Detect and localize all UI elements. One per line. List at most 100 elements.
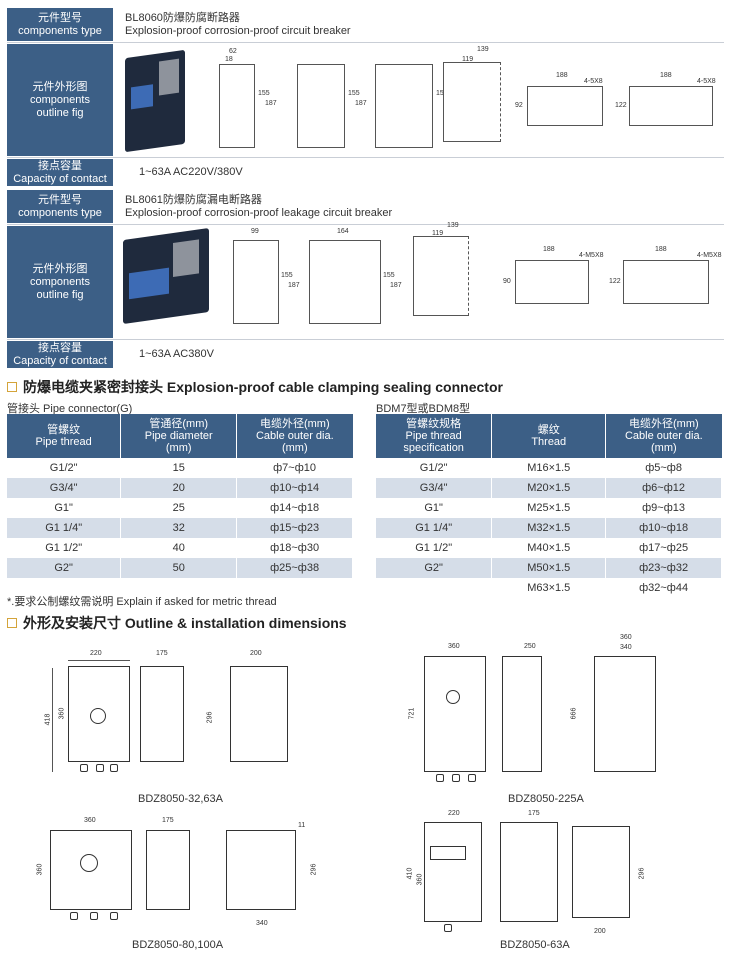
enclosure-side bbox=[500, 822, 558, 922]
dim-label: 340 bbox=[256, 920, 268, 927]
model-caption: BDZ8050-225A bbox=[508, 793, 584, 805]
outline-label-en1: components bbox=[30, 275, 90, 288]
dim-label: 99 bbox=[251, 228, 259, 235]
product-bl8060: 元件型号 components type BL8060防爆防腐断路器 Explo… bbox=[7, 8, 724, 186]
dim-label: 410 bbox=[406, 867, 414, 880]
enclosure-back bbox=[226, 830, 296, 910]
cable-gland-icon bbox=[452, 774, 460, 782]
divider bbox=[7, 224, 724, 225]
dim-label: 155 bbox=[258, 90, 270, 97]
dim-label: 666 bbox=[570, 707, 578, 720]
model-caption: BDZ8050-32,63A bbox=[138, 793, 223, 805]
dim-label: 175 bbox=[162, 817, 174, 824]
dim-label: 188 bbox=[660, 72, 672, 79]
cable-gland-icon bbox=[90, 912, 98, 920]
cable-gland-icon bbox=[96, 764, 104, 772]
type-label: 元件型号 components type bbox=[7, 8, 113, 41]
enclosure-front bbox=[424, 656, 486, 772]
dim-label: 4-M5X8 bbox=[579, 252, 604, 259]
connector-title-text: 防爆电缆夹紧密封接头 Explosion-proof cable clampin… bbox=[23, 379, 503, 395]
enclosure-side bbox=[140, 666, 184, 762]
dim-label: 360 bbox=[58, 707, 66, 720]
outline-label-en1: components bbox=[30, 93, 90, 106]
dim-label: 164 bbox=[337, 228, 349, 235]
enclosure-back bbox=[230, 666, 288, 762]
divider bbox=[7, 157, 724, 158]
outline-label: 元件外形图 components outline fig bbox=[7, 226, 113, 338]
enclosure-side bbox=[502, 656, 542, 772]
capacity-label: 接点容量 Capacity of contact bbox=[7, 341, 113, 368]
front-view-1p bbox=[219, 64, 255, 148]
outline-label-en2: outline fig bbox=[36, 106, 84, 119]
col-header-cable-dia: 电缆外径(mm)Cable outer dia.(mm) bbox=[236, 414, 353, 458]
dim-label: 418 bbox=[44, 713, 52, 726]
dim-label: 360 bbox=[416, 873, 424, 886]
capacity-label: 接点容量 Capacity of contact bbox=[7, 159, 113, 186]
outline-label-cn: 元件外形图 bbox=[32, 262, 88, 275]
model-caption: BDZ8050-63A bbox=[500, 939, 570, 951]
dim-label: 155 bbox=[281, 272, 293, 279]
rotary-switch-icon bbox=[90, 708, 106, 724]
dim-label: 155 bbox=[383, 272, 395, 279]
dim-label: 4-M5X8 bbox=[697, 252, 722, 259]
outline-row: 元件外形图 components outline fig 62 18 155 1… bbox=[7, 44, 724, 156]
dim-label: 119 bbox=[432, 230, 444, 237]
outline-section-title: 外形及安装尺寸 Outline & installation dimension… bbox=[7, 613, 347, 633]
product-name-cn: BL8060防爆防腐断路器 bbox=[125, 11, 240, 24]
dim-label: 200 bbox=[594, 928, 606, 935]
enclosure-front bbox=[424, 822, 482, 922]
model-caption: BDZ8050-80,100A bbox=[132, 939, 224, 951]
type-value: BL8061防爆防腐漏电断路器 Explosion-proof corrosio… bbox=[119, 190, 724, 223]
terminal-view-1 bbox=[515, 260, 589, 304]
connector-section-title: 防爆电缆夹紧密封接头 Explosion-proof cable clampin… bbox=[7, 377, 503, 397]
dim-label: 200 bbox=[250, 650, 262, 657]
dim-label: 155 bbox=[348, 90, 360, 97]
rotary-switch-icon bbox=[446, 690, 460, 704]
dim-label: 187 bbox=[265, 100, 277, 107]
dim-label: 122 bbox=[609, 278, 621, 285]
dim-label: 340 bbox=[620, 644, 632, 651]
dim-label: 92 bbox=[515, 102, 523, 109]
dim-label: 360 bbox=[620, 634, 632, 641]
rotary-switch-icon bbox=[80, 854, 98, 872]
capacity-label-cn: 接点容量 bbox=[38, 159, 82, 172]
cable-gland-icon bbox=[468, 774, 476, 782]
dim-label: 188 bbox=[556, 72, 568, 79]
dim-label: 721 bbox=[408, 707, 416, 720]
metric-thread-note: *.要求公制螺纹需说明 Explain if asked for metric … bbox=[7, 596, 277, 608]
dim-label: 4-5X8 bbox=[584, 78, 603, 85]
product-bl8061: 元件型号 components type BL8061防爆防腐漏电断路器 Exp… bbox=[7, 190, 724, 368]
dim-label: 4-5X8 bbox=[697, 78, 716, 85]
col-header-cable-dia: 电缆外径(mm)Cable outer dia.(mm) bbox=[605, 414, 722, 458]
dim-label: 122 bbox=[615, 102, 627, 109]
capacity-label-cn: 接点容量 bbox=[38, 341, 82, 354]
dim-label: 175 bbox=[156, 650, 168, 657]
terminal-view-1 bbox=[527, 86, 603, 126]
breaker-photo bbox=[123, 227, 209, 325]
dim-label: 187 bbox=[288, 282, 300, 289]
enclosure-side bbox=[146, 830, 190, 910]
square-bullet-icon bbox=[7, 618, 17, 628]
capacity-row: 接点容量 Capacity of contact 1~63A AC380V bbox=[7, 341, 724, 368]
cable-gland-icon bbox=[444, 924, 452, 932]
dim-label: 296 bbox=[638, 867, 646, 880]
dim-label: 155 bbox=[436, 90, 448, 97]
front-view-2p bbox=[297, 64, 345, 148]
capacity-value: 1~63A AC380V bbox=[139, 348, 214, 360]
outline-label: 元件外形图 components outline fig bbox=[7, 44, 113, 156]
dim-label: 139 bbox=[477, 46, 489, 53]
dim-label: 62 bbox=[229, 48, 237, 55]
dim-label: 119 bbox=[462, 56, 474, 63]
dim-label: 360 bbox=[36, 863, 44, 876]
type-label-cn: 元件型号 bbox=[38, 193, 82, 206]
